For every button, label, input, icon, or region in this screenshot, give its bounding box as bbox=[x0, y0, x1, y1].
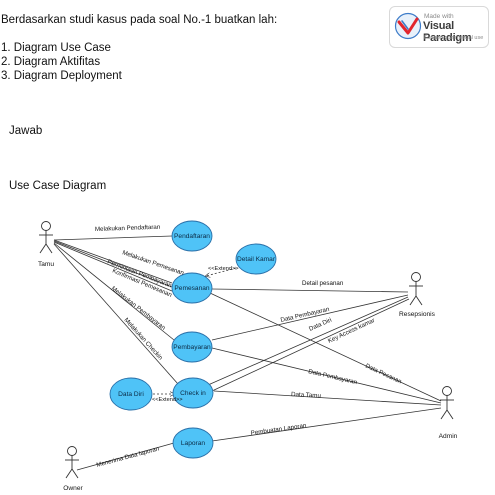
task-item: 3. Diagram Deployment bbox=[1, 70, 122, 82]
actor-tamu-icon bbox=[39, 221, 53, 254]
usecase-laporan-label: Laporan bbox=[181, 440, 206, 447]
actor-admin-icon bbox=[440, 386, 454, 420]
task-item: 1. Diagram Use Case bbox=[1, 42, 111, 54]
usecase-pemesanan bbox=[171, 272, 213, 304]
usecase-check-in bbox=[172, 377, 214, 409]
label-menerima-data-laporan: Menerima Data laporan bbox=[96, 445, 161, 469]
watermark-license: For non-commercial use bbox=[424, 35, 484, 41]
usecase-detail-kamar bbox=[235, 243, 277, 275]
assoc-pembayaran-admin bbox=[211, 347, 442, 404]
usecase-data-diri-label: Data Diri bbox=[118, 391, 144, 398]
assoc-pemesanan-admin bbox=[209, 292, 442, 402]
usecase-laporan bbox=[172, 427, 214, 459]
usecase-pendaftaran bbox=[171, 220, 213, 252]
assoc-tamu-konfirmasi bbox=[53, 241, 173, 292]
actor-tamu-label: Tamu bbox=[38, 261, 54, 268]
extend-data-diri-label: <<Extend>> bbox=[152, 397, 182, 403]
actor-owner-label: Owner bbox=[63, 485, 83, 492]
answer-heading: Jawab bbox=[9, 125, 43, 137]
label-data-pembayaran-admin: Data Pembayaran bbox=[308, 368, 359, 386]
assoc-tamu-pemesanan bbox=[53, 239, 173, 284]
usecase-pembayaran-label: Pembayaran bbox=[173, 344, 211, 351]
assoc-tamu-checkin bbox=[53, 243, 179, 385]
assoc-tamu-pendaftaran bbox=[53, 235, 173, 241]
assoc-pemesanan-resepsionis bbox=[211, 288, 409, 293]
usecase-data-diri bbox=[109, 377, 153, 411]
label-melakukan-pendaftaran: Melakukan Pendaftaran bbox=[95, 224, 161, 233]
assoc-checkin-resepsionis-data-diri bbox=[207, 296, 409, 386]
label-data-tamu: Data Tamu bbox=[291, 391, 322, 400]
diagram-title: Use Case Diagram bbox=[9, 180, 107, 192]
label-data-diri: Data Diri bbox=[308, 317, 333, 333]
assoc-checkin-resepsionis-key bbox=[211, 298, 410, 392]
label-detail-pesanan: Detail pesanan bbox=[302, 280, 344, 287]
label-pembuatan-laporan: Pembuatan Laporan bbox=[250, 422, 307, 437]
assoc-checkin-admin bbox=[213, 390, 442, 406]
question-intro: Berdasarkan studi kasus pada soal No.-1 … bbox=[1, 14, 278, 26]
extend-detail-kamar-label: <<Extend>> bbox=[208, 266, 238, 272]
usecase-pemesanan-label: Pemesanan bbox=[174, 285, 210, 292]
assoc-tamu-permintaan bbox=[53, 240, 173, 288]
usecase-pembayaran bbox=[171, 331, 213, 363]
watermark-made-with: Made with bbox=[424, 13, 454, 20]
assoc-laporan-admin bbox=[211, 407, 442, 442]
use-case-diagram: Pendaftaran Detail Kamar Pemesanan Pemba… bbox=[38, 220, 458, 492]
usecase-check-in-label: Check in bbox=[180, 390, 206, 397]
actor-owner-icon bbox=[65, 446, 79, 479]
assoc-tamu-pembayaran bbox=[53, 242, 175, 341]
watermark-brand: Visual Paradigm bbox=[423, 20, 472, 44]
assoc-pembayaran-resepsionis bbox=[211, 294, 409, 341]
task-list: 1. Diagram Use Case 2. Diagram Aktifitas… bbox=[1, 41, 122, 83]
usecase-pendaftaran-label: Pendaftaran bbox=[174, 233, 210, 240]
usecase-detail-kamar-label: Detail Kamar bbox=[237, 256, 276, 263]
assoc-owner-laporan bbox=[76, 442, 175, 471]
visual-paradigm-logo-icon bbox=[394, 12, 422, 40]
label-data-pesanan: Data Pesanan bbox=[364, 362, 403, 385]
extend-detail-kamar bbox=[206, 267, 237, 276]
task-item: 2. Diagram Aktifitas bbox=[1, 56, 101, 68]
actor-resepsionis-label: Resepsionis bbox=[399, 311, 436, 318]
label-key-access-kamar: Key Access kamar bbox=[327, 317, 376, 345]
actor-resepsionis-icon bbox=[409, 272, 423, 306]
visual-paradigm-watermark: Made with Visual Paradigm For non-commer… bbox=[389, 6, 489, 48]
actor-admin-label: Admin bbox=[439, 433, 458, 440]
